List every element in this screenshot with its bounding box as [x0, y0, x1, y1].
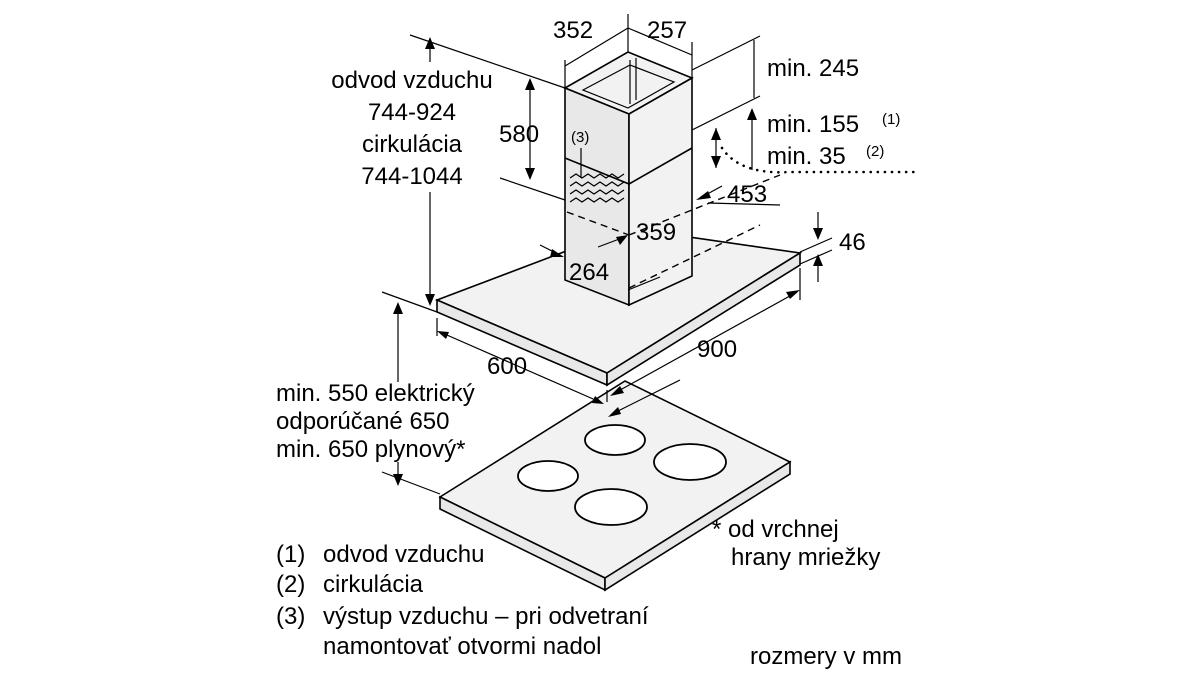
label-min-155-ref: (1): [882, 111, 900, 128]
clearance-text: min. 550 elektrický odporúčané 650 min. …: [276, 380, 475, 463]
label-352: 352: [553, 17, 593, 44]
footnote: * od vrchnej hrany mriežky: [712, 516, 880, 571]
dash-line-3: [628, 224, 761, 289]
clearance-line3: min. 650 plynový*: [276, 436, 465, 463]
label-600: 600: [487, 353, 527, 380]
clearance-line2: odporúčané 650: [276, 408, 449, 435]
chimney-inner-opening: [581, 64, 676, 109]
legend-text-4: namontovať otvormi nadol: [323, 633, 601, 660]
dimension-lines: [381, 14, 917, 495]
chimney: [563, 51, 781, 307]
cooktop-side-edge: [604, 460, 791, 592]
chimney-side-face: [628, 76, 693, 307]
clearance-line1: min. 550 elektrický: [276, 380, 475, 407]
dimension-labels: 352 257 580 min. 245 min. 155 (1) min. 3…: [487, 17, 900, 380]
air-outlet-vents: [569, 173, 625, 203]
height-range-line3: cirkulácia: [362, 131, 463, 158]
footnote-line2: hrany mriežky: [731, 544, 880, 571]
label-900: 900: [697, 336, 737, 363]
ceiling-line-dotted: [720, 146, 917, 174]
label-359: 359: [636, 219, 676, 246]
burner-front-right: [574, 488, 648, 526]
footnote-line1: * od vrchnej: [712, 516, 839, 543]
units-note: rozmery v mm: [750, 643, 902, 670]
burner-back-left: [584, 424, 646, 456]
label-257: 257: [647, 17, 687, 44]
label-min-245: min. 245: [767, 55, 859, 82]
height-range-line1: odvod vzduchu: [331, 67, 492, 94]
legend-num-1: (1): [276, 541, 305, 568]
legend: (1) odvod vzduchu (2) cirkulácia (3) výs…: [276, 541, 649, 660]
height-range-line2: 744-924: [368, 99, 456, 126]
label-46: 46: [839, 229, 866, 256]
label-min-35-ref: (2): [866, 143, 884, 160]
label-453: 453: [727, 181, 767, 208]
legend-text-3: výstup vzduchu – pri odvetraní: [323, 603, 649, 630]
burner-front-left: [517, 460, 579, 492]
cooktop: [438, 380, 792, 592]
legend-text-2: cirkulácia: [323, 571, 424, 598]
burner-back-right: [653, 443, 727, 481]
dash-line-2: [628, 174, 781, 236]
legend-num-2: (2): [276, 571, 305, 598]
label-min-155: min. 155: [767, 111, 859, 138]
label-min-35: min. 35: [767, 143, 846, 170]
canopy-side-edge: [606, 251, 801, 387]
label-580: 580: [499, 121, 539, 148]
chimney-joint-front: [564, 157, 630, 185]
label-264: 264: [569, 259, 609, 286]
height-range-text: odvod vzduchu 744-924 cirkulácia 744-104…: [331, 67, 492, 190]
legend-text-1: odvod vzduchu: [323, 541, 484, 568]
legend-num-3: (3): [276, 603, 305, 630]
height-range-line4: 744-1044: [361, 163, 462, 190]
chimney-joint-side: [628, 147, 693, 185]
label-outlet-ref: (3): [571, 129, 589, 146]
